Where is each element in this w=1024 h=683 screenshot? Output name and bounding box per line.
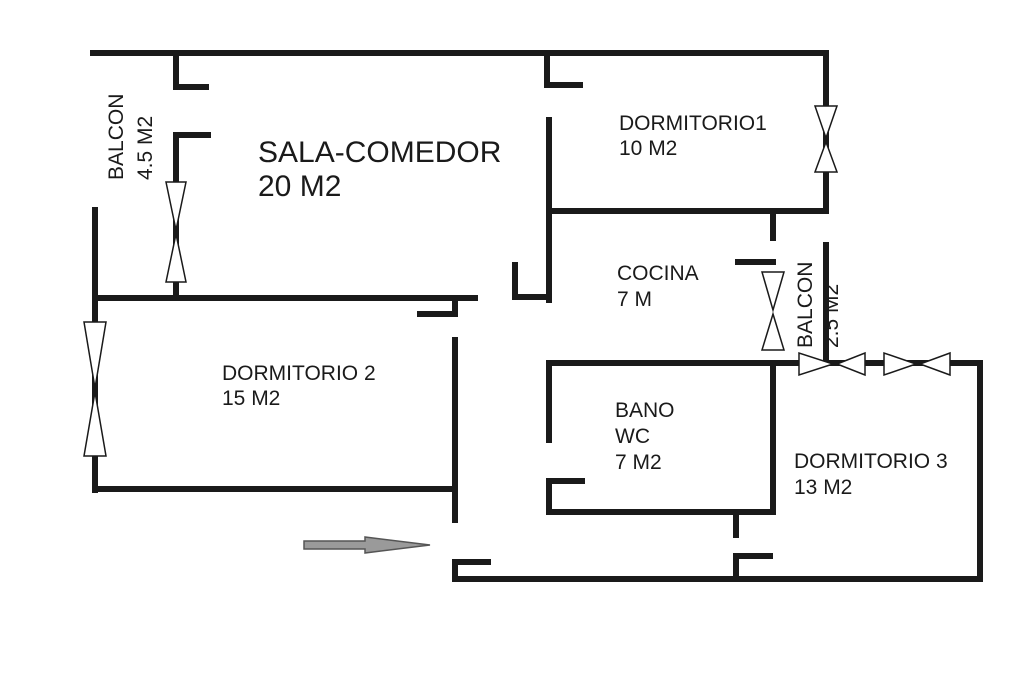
label-dorm3-area: 13 M2 xyxy=(794,476,852,499)
label-bano-name: BANO xyxy=(615,399,675,422)
label-cocina-name: COCINA xyxy=(617,262,699,285)
label-sala-name: SALA-COMEDOR xyxy=(258,136,501,169)
window-dorm1 xyxy=(813,105,839,173)
walls xyxy=(90,50,983,582)
entrance-arrow xyxy=(303,536,431,554)
window-dorm2 xyxy=(83,321,107,457)
label-balcon2-name: BALCON xyxy=(794,262,817,348)
window-balcon1 xyxy=(165,181,187,283)
label-balcon1-area: 4.5 M2 xyxy=(134,116,157,180)
label-cocina-area: 7 M xyxy=(617,288,652,311)
label-bano-sub: WC xyxy=(615,425,650,448)
window-dorm3-b xyxy=(883,351,951,377)
label-dorm3-name: DORMITORIO 3 xyxy=(794,450,948,473)
window-dorm3-a xyxy=(798,351,866,377)
label-balcon2-area: 2.5 M2 xyxy=(820,284,843,348)
window-cocina xyxy=(760,271,786,351)
label-dorm2-name: DORMITORIO 2 xyxy=(222,362,376,385)
label-balcon1-name: BALCON xyxy=(105,94,128,180)
label-dorm1-area: 10 M2 xyxy=(619,137,677,160)
label-sala-area: 20 M2 xyxy=(258,170,341,203)
windows xyxy=(83,105,951,457)
label-dorm2-area: 15 M2 xyxy=(222,387,280,410)
label-dorm1-name: DORMITORIO1 xyxy=(619,112,767,135)
label-bano-area: 7 M2 xyxy=(615,451,662,474)
